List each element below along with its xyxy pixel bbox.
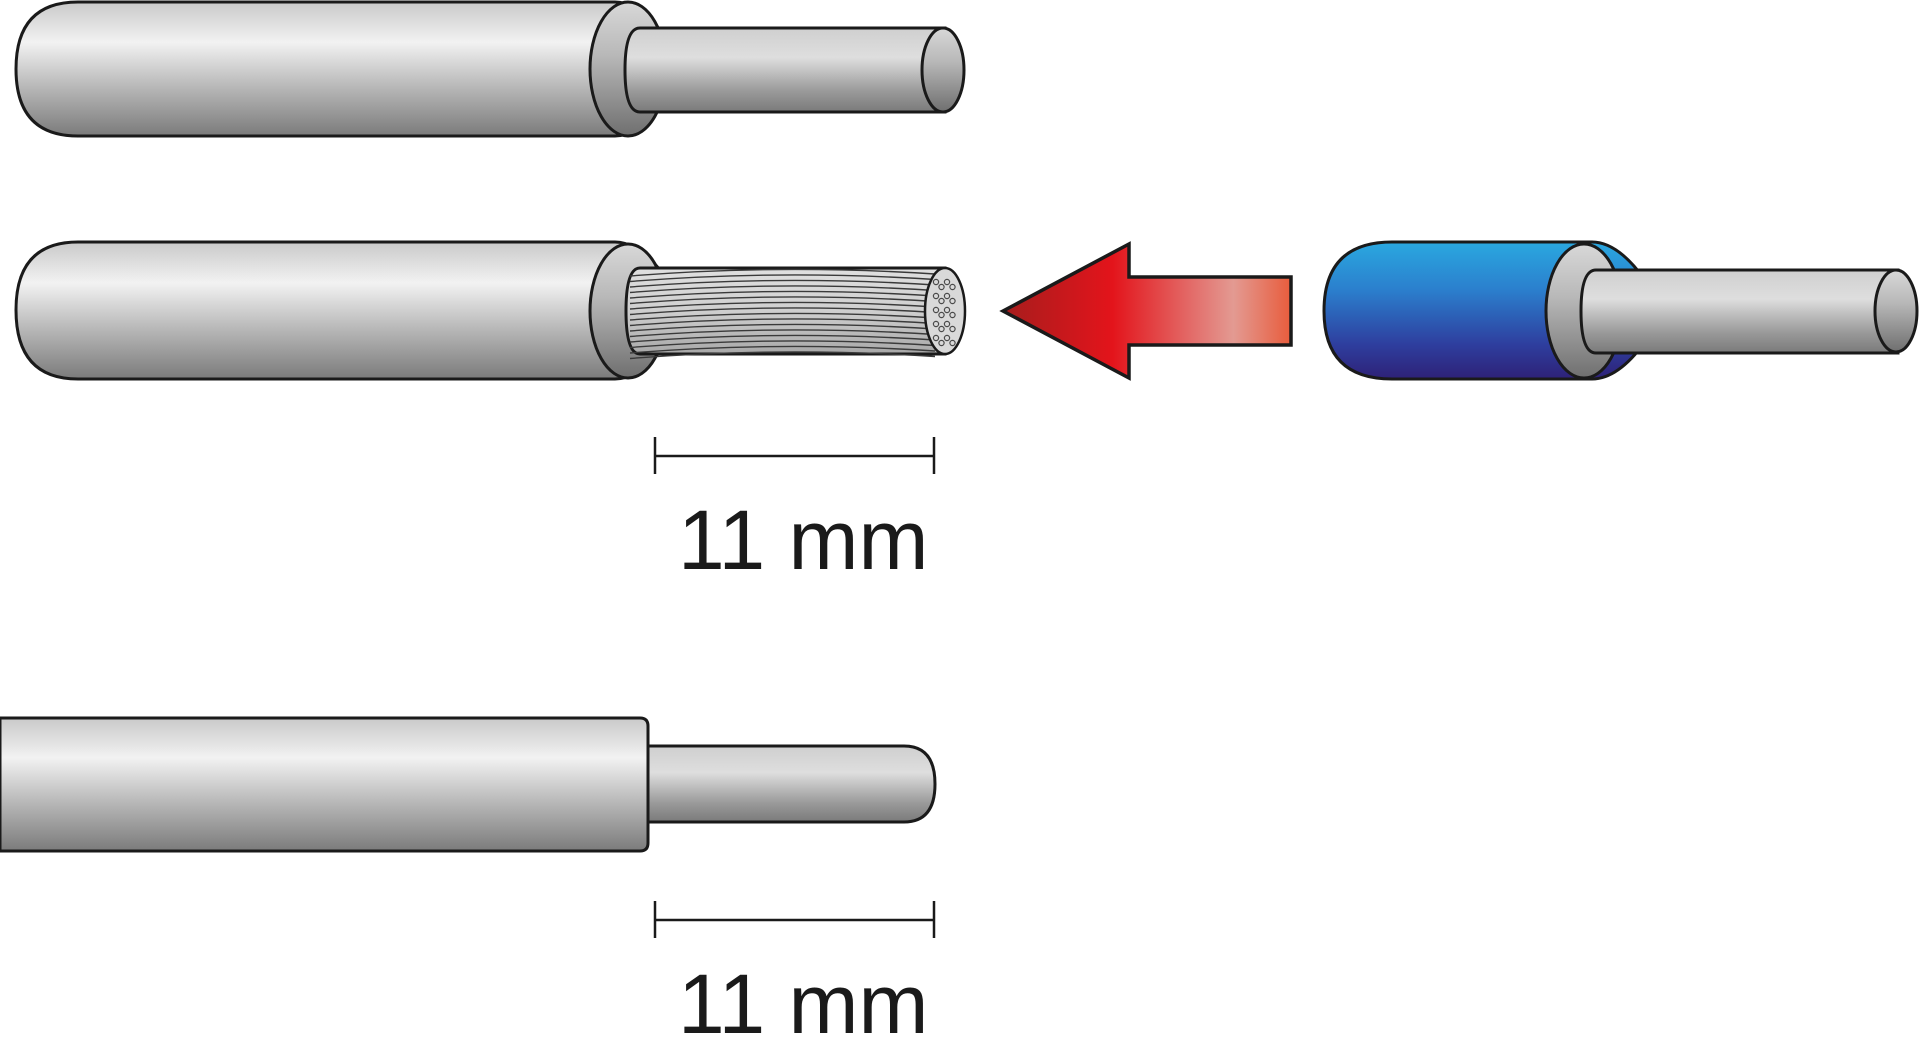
strand-line: [629, 329, 936, 338]
dimension-label-1: 11 mm: [678, 493, 928, 587]
arrow-left-icon: [999, 241, 1293, 381]
strand-end-dot: [943, 334, 951, 342]
strand-end-dot: [949, 311, 956, 319]
strand-line: [629, 268, 936, 277]
conductor-strands: [629, 268, 936, 360]
strand-line: [629, 279, 936, 288]
wire-row-3: [0, 716, 937, 853]
strand-end-dot: [949, 283, 956, 291]
strand-end-dot: [949, 339, 956, 347]
insulation-1: [14, 0, 676, 138]
strand-line: [629, 334, 936, 343]
insulation-3: [0, 716, 650, 853]
strand-end-dot: [932, 278, 940, 286]
crimped-ferrule: [646, 744, 937, 824]
strand-line: [629, 318, 936, 327]
strand-end-dot: [938, 297, 945, 305]
strand-end-dot: [938, 311, 945, 319]
dimension-marker-2: [653, 901, 936, 938]
wire-row-2: [14, 240, 967, 381]
strand-line: [629, 345, 936, 354]
stranded-conductor: [624, 266, 967, 360]
wire-ferrule: [1322, 240, 1919, 381]
strand-line: [629, 274, 936, 283]
strand-end-dot: [932, 292, 940, 300]
strand-line: [629, 301, 936, 310]
strand-end-dot: [932, 334, 940, 342]
strand-line: [629, 307, 936, 316]
strand-line: [629, 296, 936, 305]
strand-end-dot: [943, 320, 951, 328]
strand-line: [629, 285, 936, 294]
dimension-marker-1: [653, 437, 936, 474]
conductor-1: [623, 26, 947, 114]
insulation-2: [14, 240, 676, 381]
strand-end-dot: [932, 306, 940, 314]
strand-line: [629, 312, 936, 321]
conductor-end-1: [920, 26, 966, 114]
wire-row-1: [14, 0, 966, 138]
dimension-label-2: 11 mm: [678, 957, 928, 1051]
strand-end-dot: [938, 325, 945, 333]
strand-line: [629, 323, 936, 332]
ferrule-tube-end: [1873, 268, 1919, 354]
strand-end-dot: [949, 297, 956, 305]
strand-end-dot: [943, 306, 951, 314]
strand-end-dot: [949, 325, 956, 333]
strand-line: [629, 351, 936, 360]
ferrule-tube: [1579, 268, 1900, 355]
strand-ends: [932, 278, 956, 347]
strand-end-dot: [932, 320, 940, 328]
strand-end-dot: [938, 339, 945, 347]
strand-end-dot: [943, 278, 951, 286]
strand-end-dot: [943, 292, 951, 300]
strand-line: [629, 290, 936, 299]
strand-end-dot: [938, 283, 945, 291]
strand-line: [629, 340, 936, 349]
